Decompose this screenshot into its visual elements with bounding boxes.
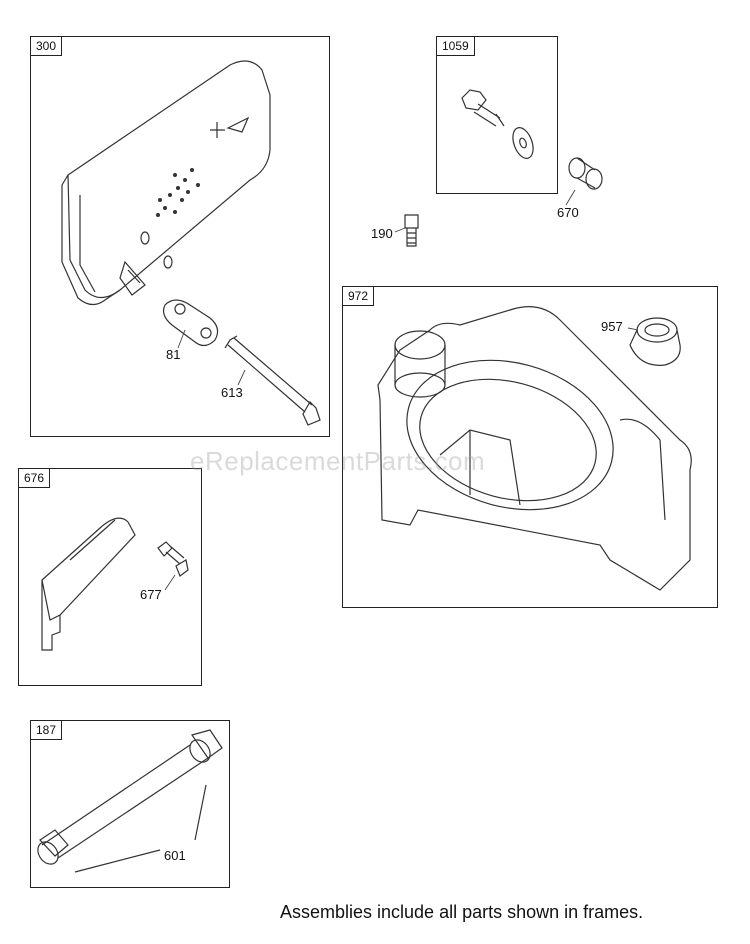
callout-670: 670: [557, 205, 579, 220]
frame-972-tag: 972: [342, 286, 375, 306]
fuel-tank-drawing: [377, 306, 692, 591]
callout-957: 957: [601, 319, 623, 334]
screw-drawing: [157, 541, 189, 577]
frame-1059-tag: 1059: [436, 36, 475, 56]
muffler-drawing: [61, 60, 271, 306]
frame-300: 300: [30, 36, 330, 437]
watermark: eReplacementParts.com: [190, 446, 486, 476]
gasket-drawing: [162, 299, 219, 347]
callout-613: 613: [221, 385, 243, 400]
callout-677: 677: [140, 587, 162, 602]
frame-972: 972: [342, 286, 718, 608]
fuel-line-drawing: [37, 729, 223, 873]
frame-187: 187: [30, 720, 230, 888]
frame-187-tag: 187: [30, 720, 63, 740]
frame-300-tag: 300: [30, 36, 63, 56]
spacer-drawing: [568, 157, 603, 190]
shoulder-bolt-drawing: [461, 89, 534, 159]
frame-676: 676: [18, 468, 202, 686]
leader-lines: [164, 189, 639, 591]
fitting-drawing: [404, 214, 419, 247]
frame-676-tag: 676: [18, 468, 51, 488]
frame-1059: 1059: [436, 36, 558, 194]
long-bolt-drawing: [224, 335, 321, 426]
guard-drawing: [41, 517, 136, 651]
footer-note: Assemblies include all parts shown in fr…: [280, 902, 644, 922]
callout-190: 190: [371, 226, 393, 241]
callout-601: 601: [164, 848, 186, 863]
callout-81: 81: [166, 347, 181, 362]
